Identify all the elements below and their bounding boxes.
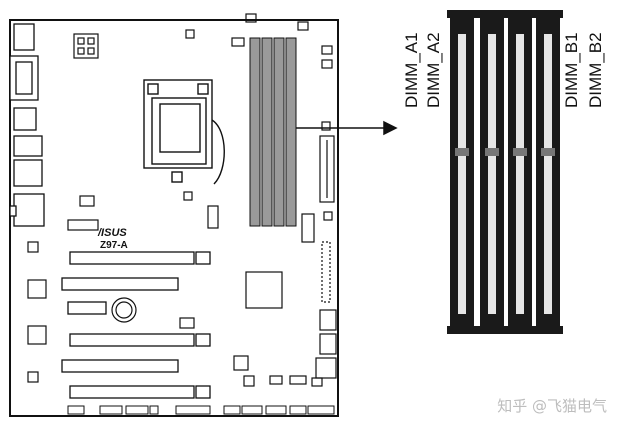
atx-power-connector: [301, 121, 337, 379]
pcie-slots: [61, 251, 211, 399]
enlarged-slot-b2: [533, 10, 563, 334]
cpu-socket: [143, 79, 225, 185]
dimm-label-b1: DIMM_B1: [562, 32, 581, 108]
top-connectors: [73, 13, 333, 69]
dimm-label-b2: DIMM_B2: [586, 32, 605, 108]
board-brand-logo: /ISUS: [97, 227, 127, 239]
motherboard-outline: [9, 19, 339, 417]
rear-io-ports: [9, 23, 45, 227]
board-dimm-slots: [249, 37, 297, 227]
bottom-headers: [67, 405, 335, 415]
chipset-and-misc: [27, 191, 323, 387]
enlarged-slot-a2: [477, 10, 507, 334]
dimm-label-a1: DIMM_A1: [402, 32, 421, 108]
dimm-label-a2: DIMM_A2: [424, 32, 443, 108]
board-model-label: Z97-A: [100, 240, 128, 251]
enlarged-slot-a1: [447, 10, 477, 334]
enlarged-dimm-slots: [447, 10, 563, 334]
enlarged-slot-b1: [505, 10, 535, 334]
watermark-text: 知乎 @飞猫电气: [497, 397, 607, 415]
callout-arrow: [296, 120, 398, 136]
